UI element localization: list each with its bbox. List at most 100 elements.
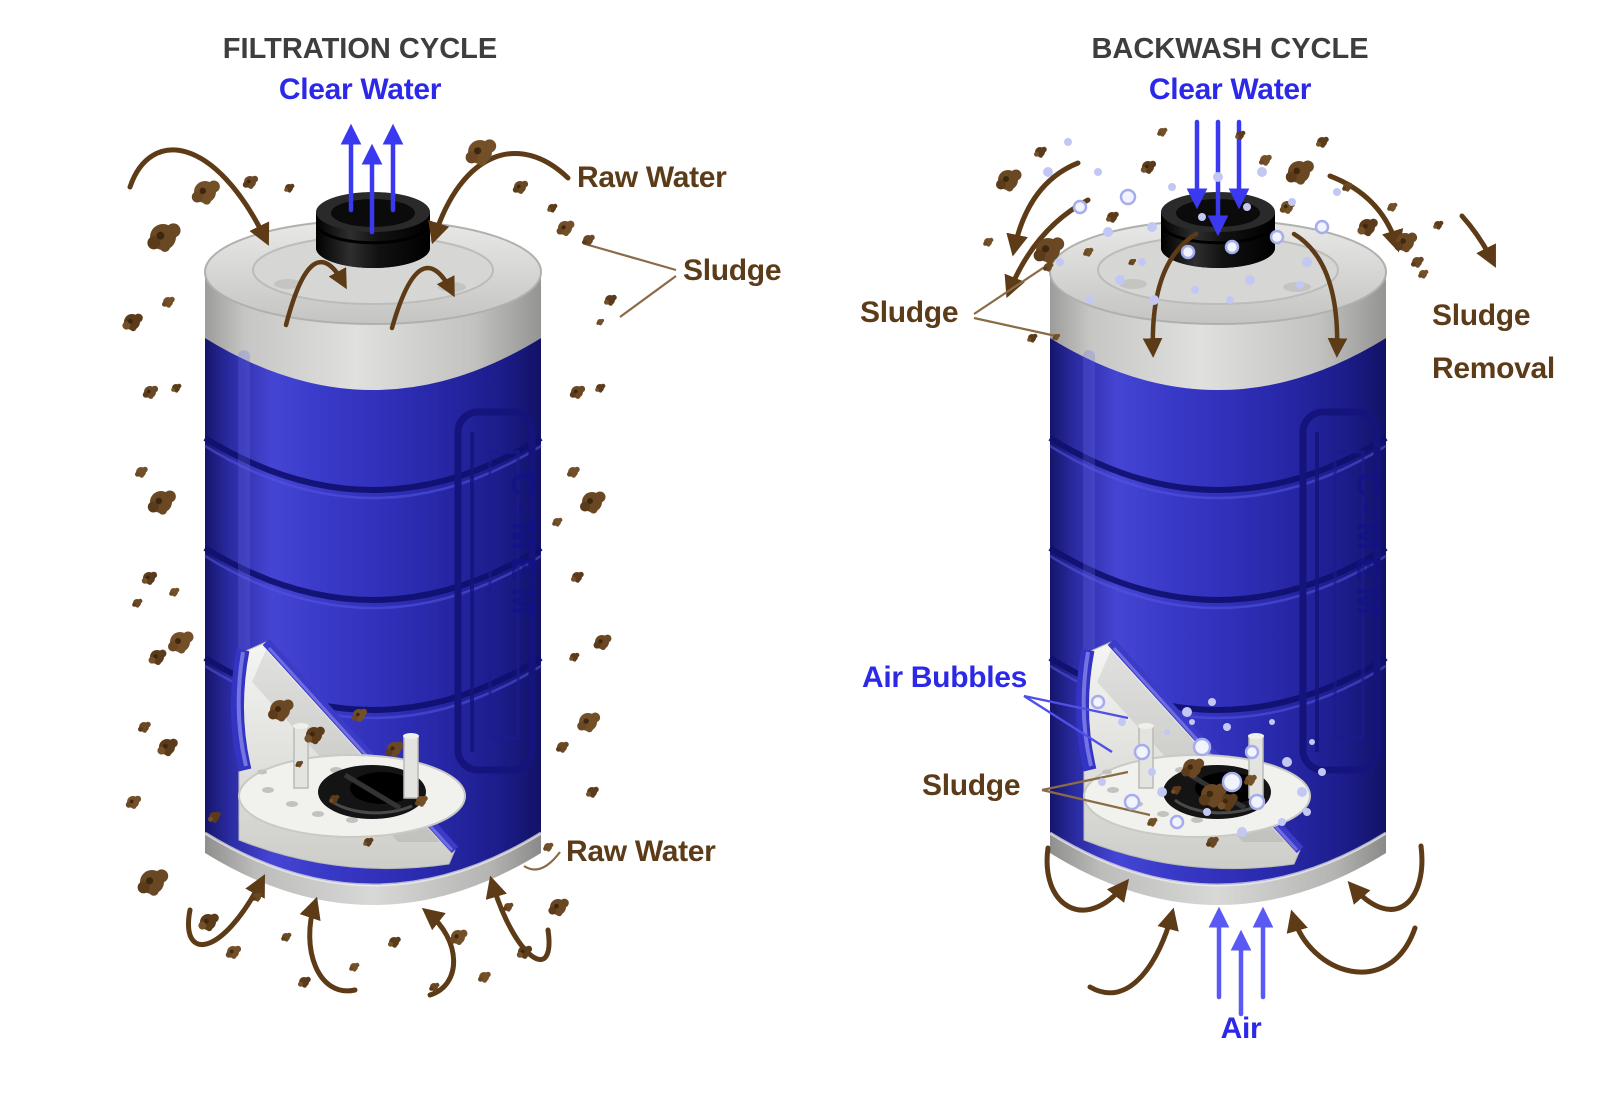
- sludge-particle: [363, 837, 374, 847]
- sludge-particle: [147, 223, 181, 252]
- air-bubble: [1043, 167, 1053, 177]
- air-bubble: [1257, 167, 1267, 177]
- sludge-particle: [1387, 202, 1398, 212]
- sludge-particle: [1043, 262, 1054, 272]
- raw-water-bottom-label: Raw Water: [566, 835, 716, 868]
- backwash-cutaway-air-bubbles: [1090, 694, 1326, 837]
- filtration-bottom-inflow-arrows: [186, 851, 561, 998]
- sludge-particle: [1244, 774, 1257, 786]
- backwash-subtitle: Clear Water: [1148, 73, 1312, 106]
- filtration-tank: [205, 192, 542, 905]
- air-bubble: [1198, 213, 1206, 221]
- sludge-particle: [304, 726, 325, 745]
- sludge-particle: [1316, 136, 1329, 148]
- sludge-particle: [582, 234, 595, 246]
- sludge-particle: [556, 220, 575, 237]
- air-bubble: [1302, 257, 1312, 267]
- air-bubble: [1245, 275, 1255, 285]
- sludge-particle: [1106, 211, 1119, 223]
- sludge-particle: [569, 385, 586, 399]
- sludge-particle: [168, 631, 194, 654]
- air-bubble: [1056, 258, 1064, 266]
- filtration-title: FILTRATION CYCLE: [222, 33, 498, 65]
- sludge-particle: [162, 296, 175, 308]
- sludge-particle: [1285, 160, 1314, 185]
- sludge-particle: [157, 738, 178, 757]
- sludge-particle: [1259, 154, 1272, 166]
- sludge-particle: [349, 962, 360, 972]
- filtration-cutaway-sludge: [268, 699, 428, 847]
- sludge-particle: [147, 490, 176, 515]
- filtration-sludge-particles: [122, 139, 617, 992]
- air-bubble: [1208, 698, 1216, 706]
- sludge-particle: [596, 318, 605, 326]
- sludge-removal-line1: Sludge: [1432, 299, 1531, 332]
- sludge-particle: [595, 383, 606, 393]
- sludge-particle: [548, 898, 569, 917]
- sludge-particle: [1394, 232, 1418, 253]
- sludge-particle: [586, 786, 599, 798]
- sludge-particle: [1033, 237, 1065, 264]
- sludge-particle: [449, 929, 468, 946]
- sludge-particle: [465, 139, 497, 166]
- sludge-particle: [516, 945, 533, 959]
- air-bubble: [1269, 229, 1285, 245]
- air-bubble: [1288, 198, 1296, 206]
- air-bubble: [1296, 281, 1304, 289]
- air-bubble: [1189, 719, 1195, 725]
- sludge-particle: [137, 869, 169, 896]
- sludge-particle: [503, 902, 514, 912]
- sludge-particle: [191, 180, 220, 205]
- backwash-title: BACKWASH CYCLE: [1091, 33, 1369, 65]
- sludge-particle: [1147, 817, 1158, 827]
- sludge-particle: [298, 976, 311, 988]
- air-bubble: [1297, 787, 1307, 797]
- sludge-particle: [1411, 256, 1424, 268]
- sludge-particle: [1128, 258, 1137, 266]
- sludge-particle: [1027, 333, 1038, 343]
- sludge-particle: [580, 491, 606, 514]
- sludge-particle: [1433, 220, 1444, 230]
- air-bubble: [1223, 723, 1231, 731]
- sludge-particle: [252, 892, 263, 902]
- sludge-particle: [169, 587, 180, 597]
- air-bubble: [1309, 739, 1315, 745]
- air-bubble: [1168, 183, 1176, 191]
- sludge-particle: [552, 517, 563, 527]
- sludge-particle: [142, 385, 159, 399]
- sludge-particle: [1181, 758, 1205, 779]
- sludge-particle: [351, 708, 368, 722]
- backwash-bottom-flow-arrows: [1044, 843, 1425, 996]
- air-bubble: [1133, 743, 1151, 761]
- air-bubble: [1226, 296, 1234, 304]
- sludge-particle: [1052, 333, 1061, 341]
- backwash-cutaway-sludge: [1147, 758, 1257, 848]
- filtration-raw-water-inflow-arrows: [127, 147, 571, 331]
- air-bubble: [1237, 827, 1247, 837]
- air-bubble: [1303, 808, 1311, 816]
- air-bubble: [1182, 707, 1192, 717]
- sludge-particle: [1083, 247, 1094, 257]
- sludge-particle: [415, 795, 428, 807]
- air-bubble: [1192, 737, 1212, 757]
- air-bubbles-label: Air Bubbles: [862, 661, 1028, 694]
- sludge-particle: [329, 794, 340, 804]
- air-bubble: [1147, 222, 1157, 232]
- air-bubble: [1213, 172, 1223, 182]
- sludge-particle: [132, 598, 143, 608]
- air-bubble: [1191, 286, 1199, 294]
- sludge-particle: [141, 571, 158, 585]
- sludge-particle: [567, 466, 580, 478]
- air-bubble: [1149, 295, 1159, 305]
- sludge-particle: [512, 180, 529, 194]
- filtration-subtitle: Clear Water: [278, 73, 442, 106]
- air-bubble: [1118, 718, 1126, 726]
- sludge-particle: [225, 945, 242, 959]
- sludge-left-label-backwash: Sludge: [860, 296, 959, 329]
- filtration-clear-water-arrows: [340, 123, 404, 235]
- air-bubble: [1333, 188, 1341, 196]
- air-bubble: [1282, 757, 1292, 767]
- air-bubble: [1243, 203, 1251, 211]
- air-bubble: [1221, 771, 1243, 793]
